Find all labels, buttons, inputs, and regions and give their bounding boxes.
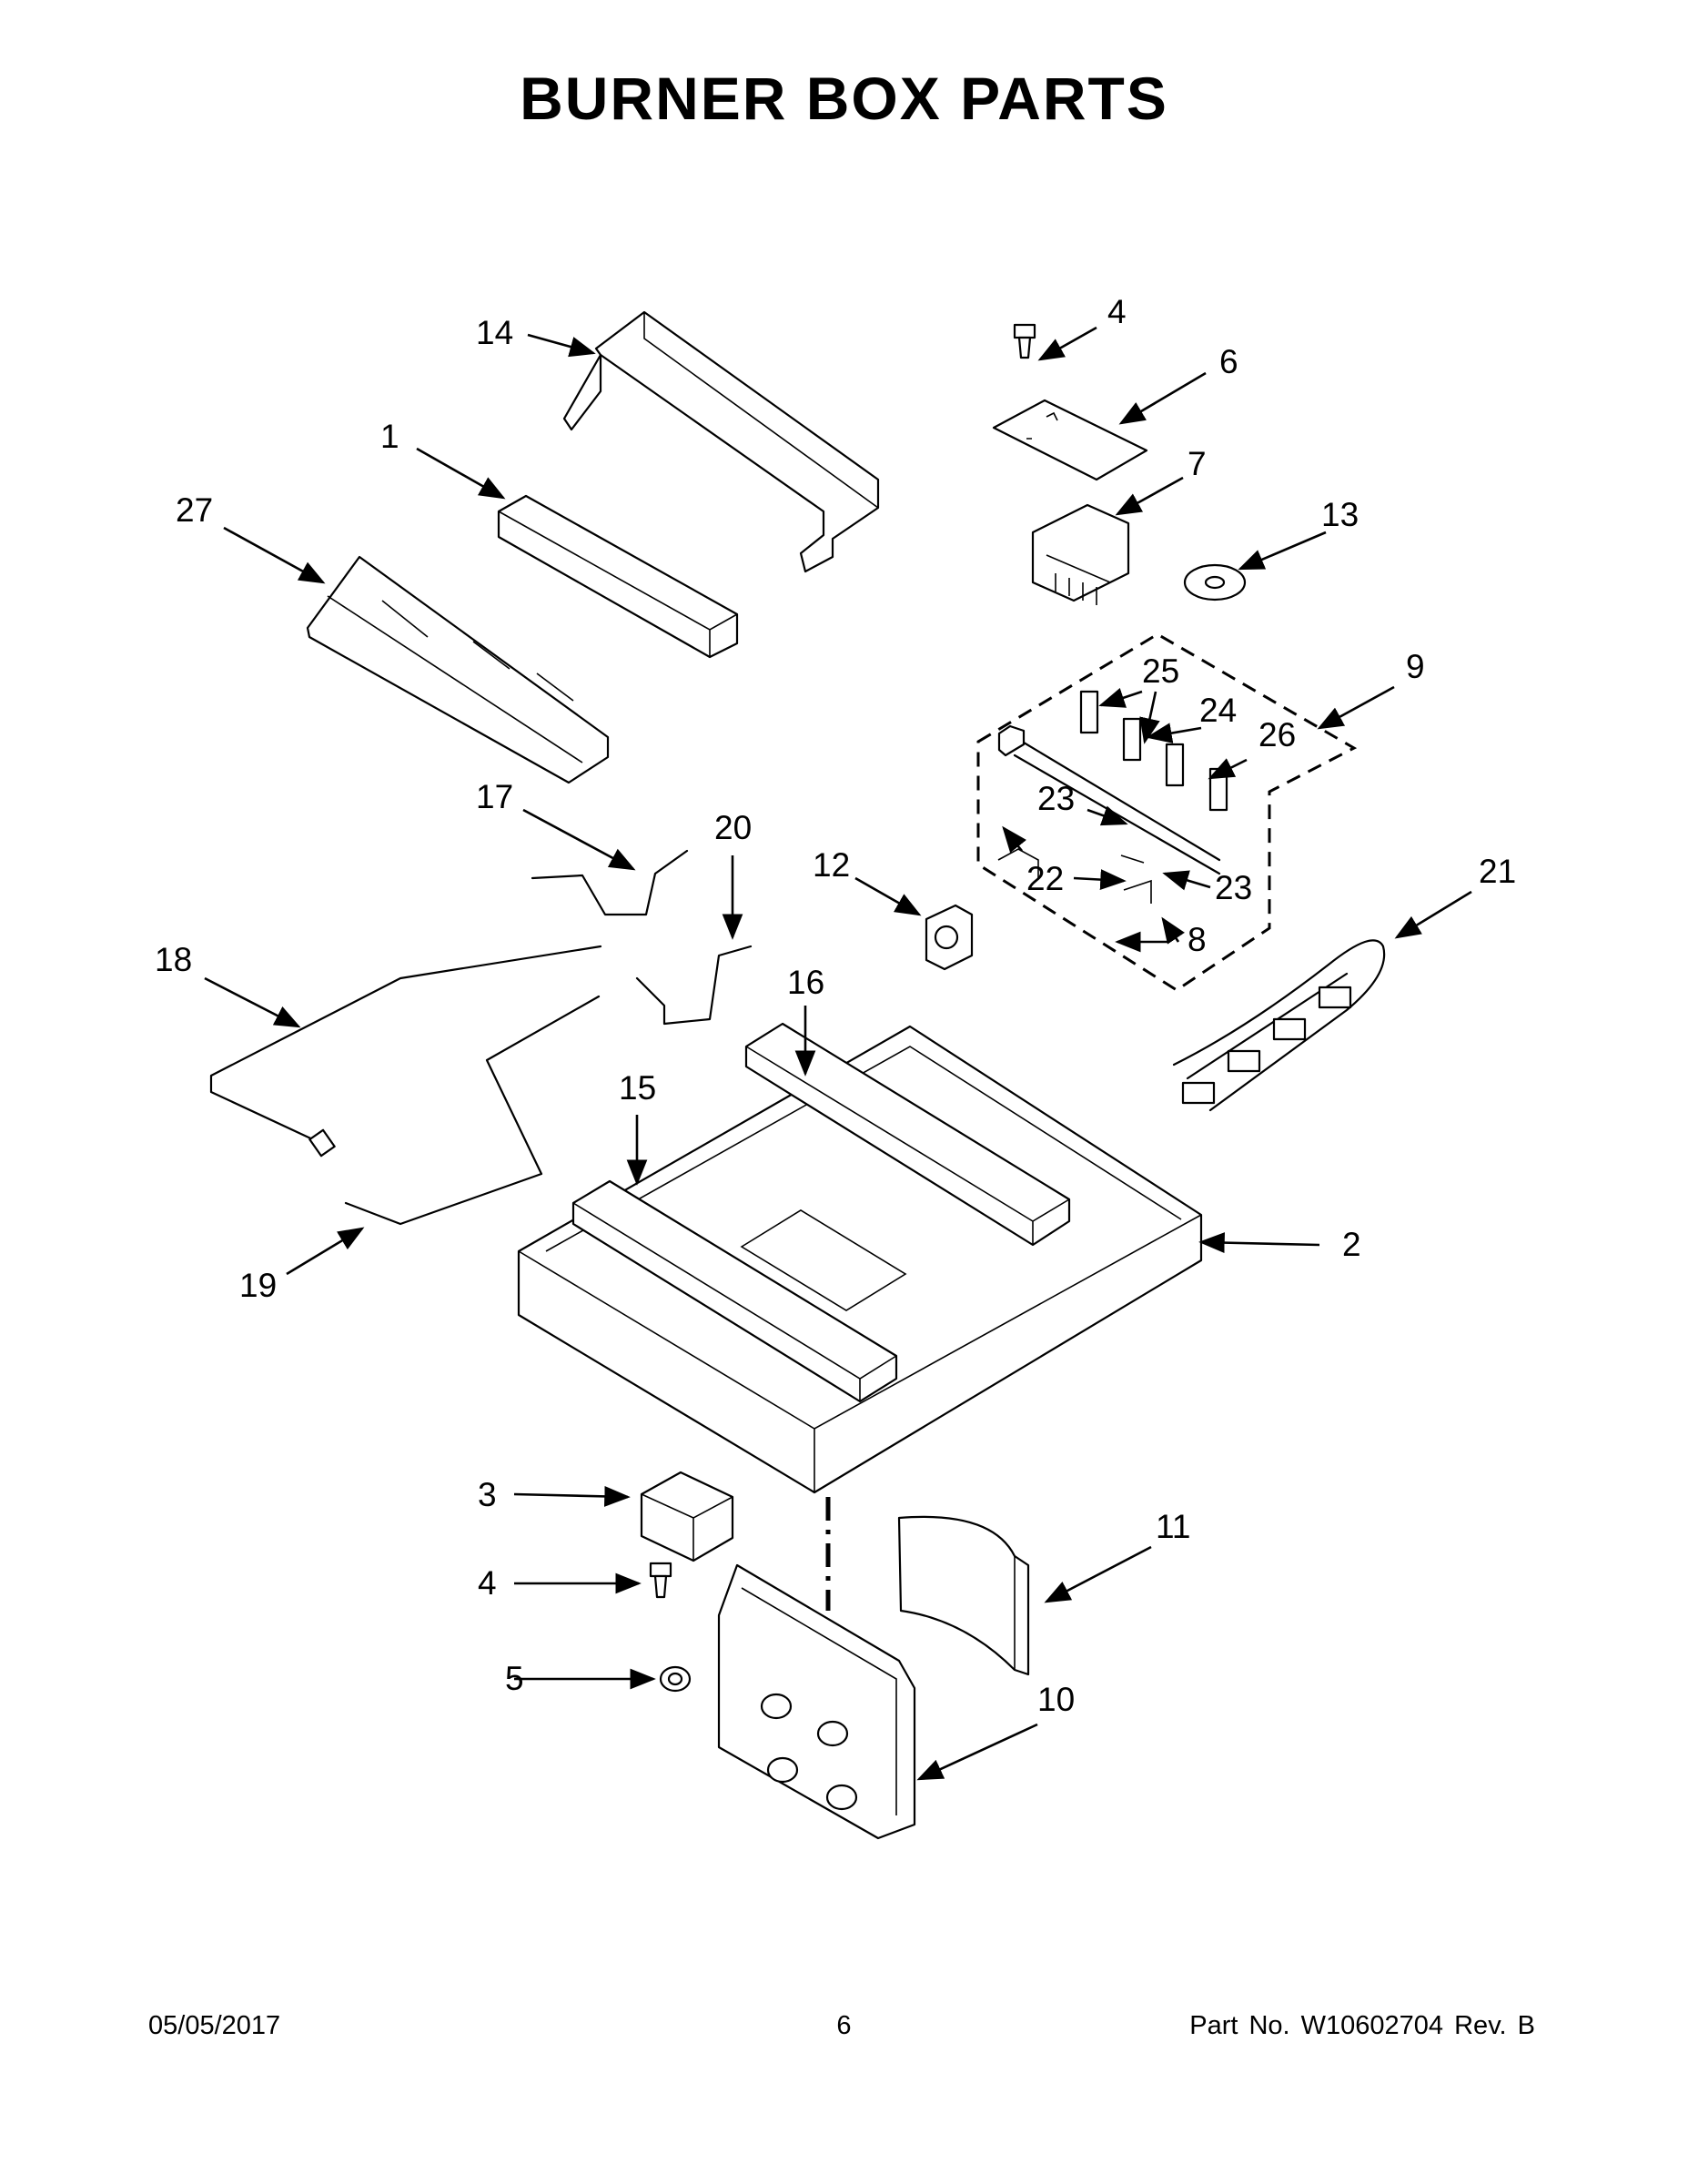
callout-25: 25	[1142, 652, 1179, 690]
part-16-crossbar	[744, 1022, 1071, 1247]
callout-24: 24	[1199, 692, 1237, 729]
part-11-shield	[897, 1515, 1030, 1676]
callout-18: 18	[155, 941, 192, 978]
part-15-crossbar	[571, 1179, 898, 1403]
callout-10: 10	[1037, 1681, 1075, 1718]
part-7-terminal-block	[1031, 503, 1130, 605]
callout-4-bottom: 4	[478, 1564, 497, 1602]
part-2-burner-box	[517, 1025, 1203, 1494]
callout-16: 16	[787, 964, 824, 1001]
part-14-cover-channel	[562, 310, 880, 573]
callout-14: 14	[476, 314, 513, 351]
callout-3: 3	[478, 1476, 497, 1513]
part-27-heat-shield	[306, 555, 610, 784]
callout-6: 6	[1219, 343, 1238, 380]
callout-12: 12	[813, 846, 850, 884]
callout-7: 7	[1188, 445, 1207, 482]
page-title: BURNER BOX PARTS	[520, 65, 1168, 132]
callout-8: 8	[1188, 921, 1207, 958]
callout-11: 11	[1156, 1508, 1190, 1545]
callout-2: 2	[1342, 1226, 1361, 1263]
callout-21: 21	[1479, 853, 1516, 890]
part-4-screw-bottom	[649, 1562, 672, 1599]
part-17-gas-tube	[531, 849, 689, 916]
leader-arrows	[204, 326, 1472, 1781]
part-3-junction-box	[640, 1471, 734, 1562]
callout-27: 27	[176, 491, 213, 529]
footer-page-number: 6	[836, 2011, 852, 2040]
part-12-pressure-regulator	[925, 904, 974, 971]
part-1-bracket	[497, 494, 739, 659]
callout-5: 5	[505, 1660, 524, 1697]
callout-20: 20	[714, 809, 752, 846]
part-10-burner-cover	[717, 1563, 916, 1840]
callout-9: 9	[1406, 648, 1425, 685]
part-4-screw-top	[1013, 323, 1036, 359]
callout-22: 22	[1026, 860, 1064, 897]
part-13-washer	[1183, 563, 1247, 602]
part-18-gas-tube	[209, 945, 602, 1158]
callout-19: 19	[239, 1267, 277, 1304]
callout-26: 26	[1258, 716, 1296, 753]
callout-labels: 14 1 27 4 6 7 13 9 25 24 26 23 23 22 8 2…	[155, 293, 1516, 1718]
part-20-gas-tube	[635, 945, 753, 1026]
part-19-gas-tube	[344, 995, 601, 1226]
part-21-burner-tube	[1172, 939, 1386, 1112]
callout-23-upper: 23	[1037, 780, 1075, 817]
callout-15: 15	[619, 1069, 656, 1107]
callout-4-top: 4	[1107, 293, 1127, 330]
part-9-valve-manifold-assembly	[976, 632, 1358, 992]
footer-part-number: Part No. W10602704 Rev. B	[1189, 2011, 1535, 2040]
part-6-cover-plate	[992, 399, 1148, 481]
callout-17: 17	[476, 778, 513, 815]
callout-23-lower: 23	[1215, 869, 1252, 906]
callout-1: 1	[380, 418, 399, 455]
callout-13: 13	[1321, 496, 1359, 533]
part-5-grommet	[659, 1665, 692, 1693]
footer-date: 05/05/2017	[148, 2011, 281, 2040]
